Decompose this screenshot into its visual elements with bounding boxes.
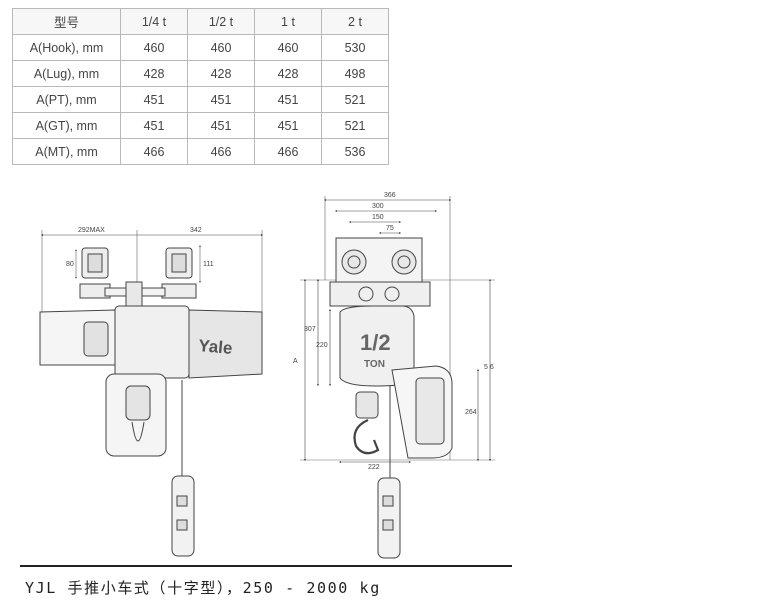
dim-150: 150 <box>372 214 384 221</box>
dim-222: 222 <box>368 464 380 471</box>
table-cell: 466 <box>120 138 188 165</box>
table-cell: 536 <box>321 138 389 165</box>
table-cell: 428 <box>254 60 322 87</box>
header-one-ton: 1 t <box>254 8 322 35</box>
table-cell: 530 <box>321 34 389 61</box>
table-cell: 451 <box>187 112 255 139</box>
table-cell: 451 <box>120 112 188 139</box>
table-cell: 428 <box>187 60 255 87</box>
side-view-drawing <box>39 230 264 557</box>
figure-caption: YJL 手推小车式（十字型），250 - 2000 kg <box>25 579 381 597</box>
table-cell: A(PT), mm <box>12 86 121 113</box>
dim-80: 80 <box>66 261 74 268</box>
table-cell: 451 <box>187 86 255 113</box>
table-cell: 460 <box>120 34 188 61</box>
dim-300: 300 <box>372 203 384 210</box>
table-cell: 451 <box>120 86 188 113</box>
table-row: A(Lug), mm 428 428 428 498 <box>12 60 389 87</box>
table-cell: A(GT), mm <box>12 112 121 139</box>
table-cell: 451 <box>254 112 322 139</box>
table-cell: 466 <box>254 138 322 165</box>
table-cell: 466 <box>187 138 255 165</box>
table-cell: 498 <box>321 60 389 87</box>
header-two-ton: 2 t <box>321 8 389 35</box>
caption-divider <box>20 565 512 567</box>
dim-220: 220 <box>316 342 328 349</box>
dim-307: 307 <box>304 326 316 333</box>
ton-label: TON <box>364 359 385 370</box>
table-cell: A(Hook), mm <box>12 34 121 61</box>
table-cell: 460 <box>254 34 322 61</box>
dim-56: 5 6 <box>484 364 494 371</box>
dim-a: A <box>293 358 298 365</box>
table-header-row: 型号 1/4 t 1/2 t 1 t 2 t <box>12 8 389 35</box>
yale-brand-logo: Yale <box>198 336 234 358</box>
table-cell: 460 <box>187 34 255 61</box>
front-view-drawing <box>300 196 495 559</box>
hoist-technical-drawing: 292MAX 342 80 111 Yale <box>39 192 495 559</box>
table-row: A(Hook), mm 460 460 460 530 <box>12 34 389 61</box>
dim-264: 264 <box>465 409 477 416</box>
table-cell: 428 <box>120 60 188 87</box>
dim-292max: 292MAX <box>78 227 105 234</box>
table-cell: 521 <box>321 112 389 139</box>
spec-table: 型号 1/4 t 1/2 t 1 t 2 t A(Hook), mm 460 4… <box>12 8 389 165</box>
table-cell: 451 <box>254 86 322 113</box>
table-row: A(MT), mm 466 466 466 536 <box>12 138 389 165</box>
header-model: 型号 <box>12 8 121 35</box>
table-row: A(GT), mm 451 451 451 521 <box>12 112 389 139</box>
table-cell: A(MT), mm <box>12 138 121 165</box>
table-cell: A(Lug), mm <box>12 60 121 87</box>
dim-75: 75 <box>386 225 394 232</box>
capacity-label: 1/2 <box>360 330 391 355</box>
header-half-ton: 1/2 t <box>187 8 255 35</box>
table-cell: 521 <box>321 86 389 113</box>
header-quarter-ton: 1/4 t <box>120 8 188 35</box>
dim-366: 366 <box>384 192 396 199</box>
dim-111: 111 <box>203 261 214 268</box>
table-row: A(PT), mm 451 451 451 521 <box>12 86 389 113</box>
dim-342: 342 <box>190 227 202 234</box>
